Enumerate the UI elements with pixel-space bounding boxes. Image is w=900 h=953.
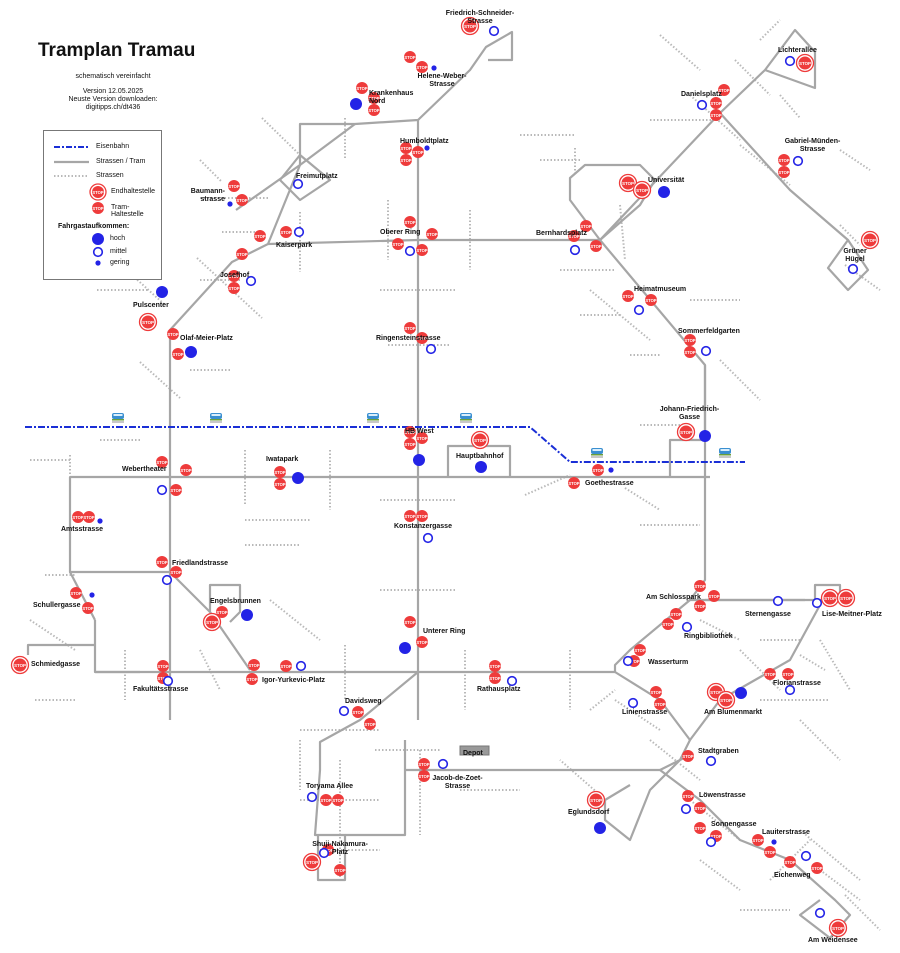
station-webertheater: Webertheater bbox=[122, 466, 167, 473]
station-gabriel-muenden: Gabriel-Münden- Strasse bbox=[784, 138, 841, 153]
station-freimutplatz: Freimutplatz bbox=[296, 173, 338, 180]
station-am-blumenmarkt: Am Blumenmarkt bbox=[704, 709, 762, 716]
station-friedrich-schneider: Friedrich-Schneider- Strasse bbox=[445, 10, 515, 25]
station-stadtgraben: Stadtgraben bbox=[698, 748, 739, 755]
station-am-schlosspark: Am Schlosspark bbox=[646, 594, 701, 601]
station-josefhof: Josefhof bbox=[220, 272, 250, 279]
station-florianstrasse: Florianstrasse bbox=[773, 680, 821, 687]
station-goethestrasse: Goethestrasse bbox=[585, 480, 634, 487]
legend-symbols: STOP STOP bbox=[54, 146, 107, 266]
station-konstanzergasse: Konstanzergasse bbox=[394, 523, 452, 530]
map-title: Tramplan Tramau bbox=[38, 40, 196, 61]
station-universitaet: Universität bbox=[648, 177, 685, 184]
station-hb-west: HB West bbox=[405, 428, 434, 435]
legend-roads: Strassen bbox=[96, 172, 124, 179]
station-igor-yurkevic: Igor-Yurkevic-Platz bbox=[262, 677, 326, 684]
station-olaf-meier: Olaf-Meier-Platz bbox=[180, 335, 233, 342]
dotted-streets bbox=[29, 19, 881, 931]
legend-high: hoch bbox=[110, 235, 126, 242]
station-krankenhaus-nord: Krankenhaus Nord bbox=[369, 90, 414, 105]
station-eglundsdorf: Eglundsdorf bbox=[568, 809, 610, 816]
legend-roads-tram: Strassen / Tram bbox=[96, 158, 146, 165]
download-url[interactable]: digitipps.ch/dt436 bbox=[85, 104, 141, 111]
station-jacob-de-zoet: Jacob-de-Zoet- Strasse bbox=[432, 775, 483, 790]
station-loewenstrasse: Löwenstrasse bbox=[699, 792, 746, 799]
station-iwatapark: Iwatapark bbox=[266, 456, 299, 463]
station-danielsplatz: Danielsplatz bbox=[681, 91, 722, 98]
station-kaiserpark: Kaiserpark bbox=[276, 242, 313, 249]
station-humboldtplatz: Humboldtplatz bbox=[400, 138, 449, 145]
depot-label: Depot bbox=[463, 750, 483, 757]
station-lichterallee: Lichterallee bbox=[778, 47, 817, 54]
legend-tram-stop: Tram-Haltestelle bbox=[111, 204, 144, 218]
station-schmiedgasse: Schmiedgasse bbox=[31, 661, 81, 668]
station-linienstrasse: Linienstrasse bbox=[622, 709, 668, 716]
depot-building bbox=[459, 745, 490, 756]
station-friedlandstrasse: Friedlandstrasse bbox=[172, 560, 229, 567]
station-sternengasse: Sternengasse bbox=[745, 611, 791, 618]
station-davidsweg: Davidsweg bbox=[345, 698, 382, 705]
station-eichenweg: Eichenweg bbox=[774, 872, 811, 879]
station-lise-meitner: Lise-Meitner-Platz bbox=[822, 611, 882, 618]
station-am-weidensee: Am Weidensee bbox=[808, 937, 858, 944]
station-ringensteinstrasse: Ringensteinstrasse bbox=[376, 335, 441, 342]
station-oberer-ring: Oberer Ring bbox=[380, 229, 421, 236]
station-ringbibliothek: Ringbibliothek bbox=[684, 633, 733, 640]
station-hauptbahnhof: Hauptbahnhof bbox=[456, 453, 504, 460]
station-sonnengasse: Sonnengasse bbox=[711, 821, 757, 828]
legend-box: STOP STOP Eisenbahn Strassen / Tram Stra… bbox=[43, 130, 162, 280]
download-label: Neuste Version downloaden: bbox=[68, 96, 158, 103]
legend-railway: Eisenbahn bbox=[96, 143, 130, 150]
station-fakultaetsstrasse: Fakultätsstrasse bbox=[133, 686, 189, 693]
legend-terminus: Endhaltestelle bbox=[111, 188, 155, 195]
svg-text:STOP: STOP bbox=[92, 190, 104, 195]
station-helene-weber: Helene-Weber- Strasse bbox=[417, 73, 467, 88]
station-shuji-nakamura: Shuji-Nakamura- Platz bbox=[312, 841, 368, 856]
svg-text:STOP: STOP bbox=[92, 206, 104, 211]
legend-ridership-title: Fahrgastaufkommen: bbox=[58, 223, 130, 230]
station-heimatmuseum: Heimatmuseum bbox=[634, 286, 687, 293]
station-lauiterstrasse: Lauiterstrasse bbox=[762, 829, 810, 836]
station-toryama-allee: Toryama Allee bbox=[306, 783, 354, 790]
station-engelsbrunnen: Engelsbrunnen bbox=[210, 598, 261, 605]
station-bernhardsplatz: Bernhardsplatz bbox=[536, 230, 587, 237]
map-version: Version 12.05.2025 bbox=[82, 88, 144, 95]
station-unterer-ring: Unterer Ring bbox=[423, 628, 466, 635]
legend-low: gering bbox=[110, 259, 130, 266]
station-johann-friedrich: Johann-Friedrich- Gasse bbox=[659, 406, 720, 421]
station-pulscenter: Pulscenter bbox=[133, 302, 169, 309]
station-amtsstrasse: Amtsstrasse bbox=[61, 526, 104, 533]
station-sommerfeldgarten: Sommerfeldgarten bbox=[678, 328, 740, 335]
station-schullergasse: Schullergasse bbox=[33, 602, 81, 609]
map-subtitle: schematisch vereinfacht bbox=[75, 73, 151, 80]
station-gruener-huegel: Grüner Hügel bbox=[843, 248, 867, 263]
station-rathausplatz: Rathausplatz bbox=[477, 686, 521, 693]
railway-line bbox=[25, 426, 745, 463]
station-baumannstrasse: Baumann- strasse bbox=[190, 188, 225, 203]
station-wasserturm: Wasserturm bbox=[648, 659, 689, 666]
legend-medium: mittel bbox=[110, 248, 127, 255]
